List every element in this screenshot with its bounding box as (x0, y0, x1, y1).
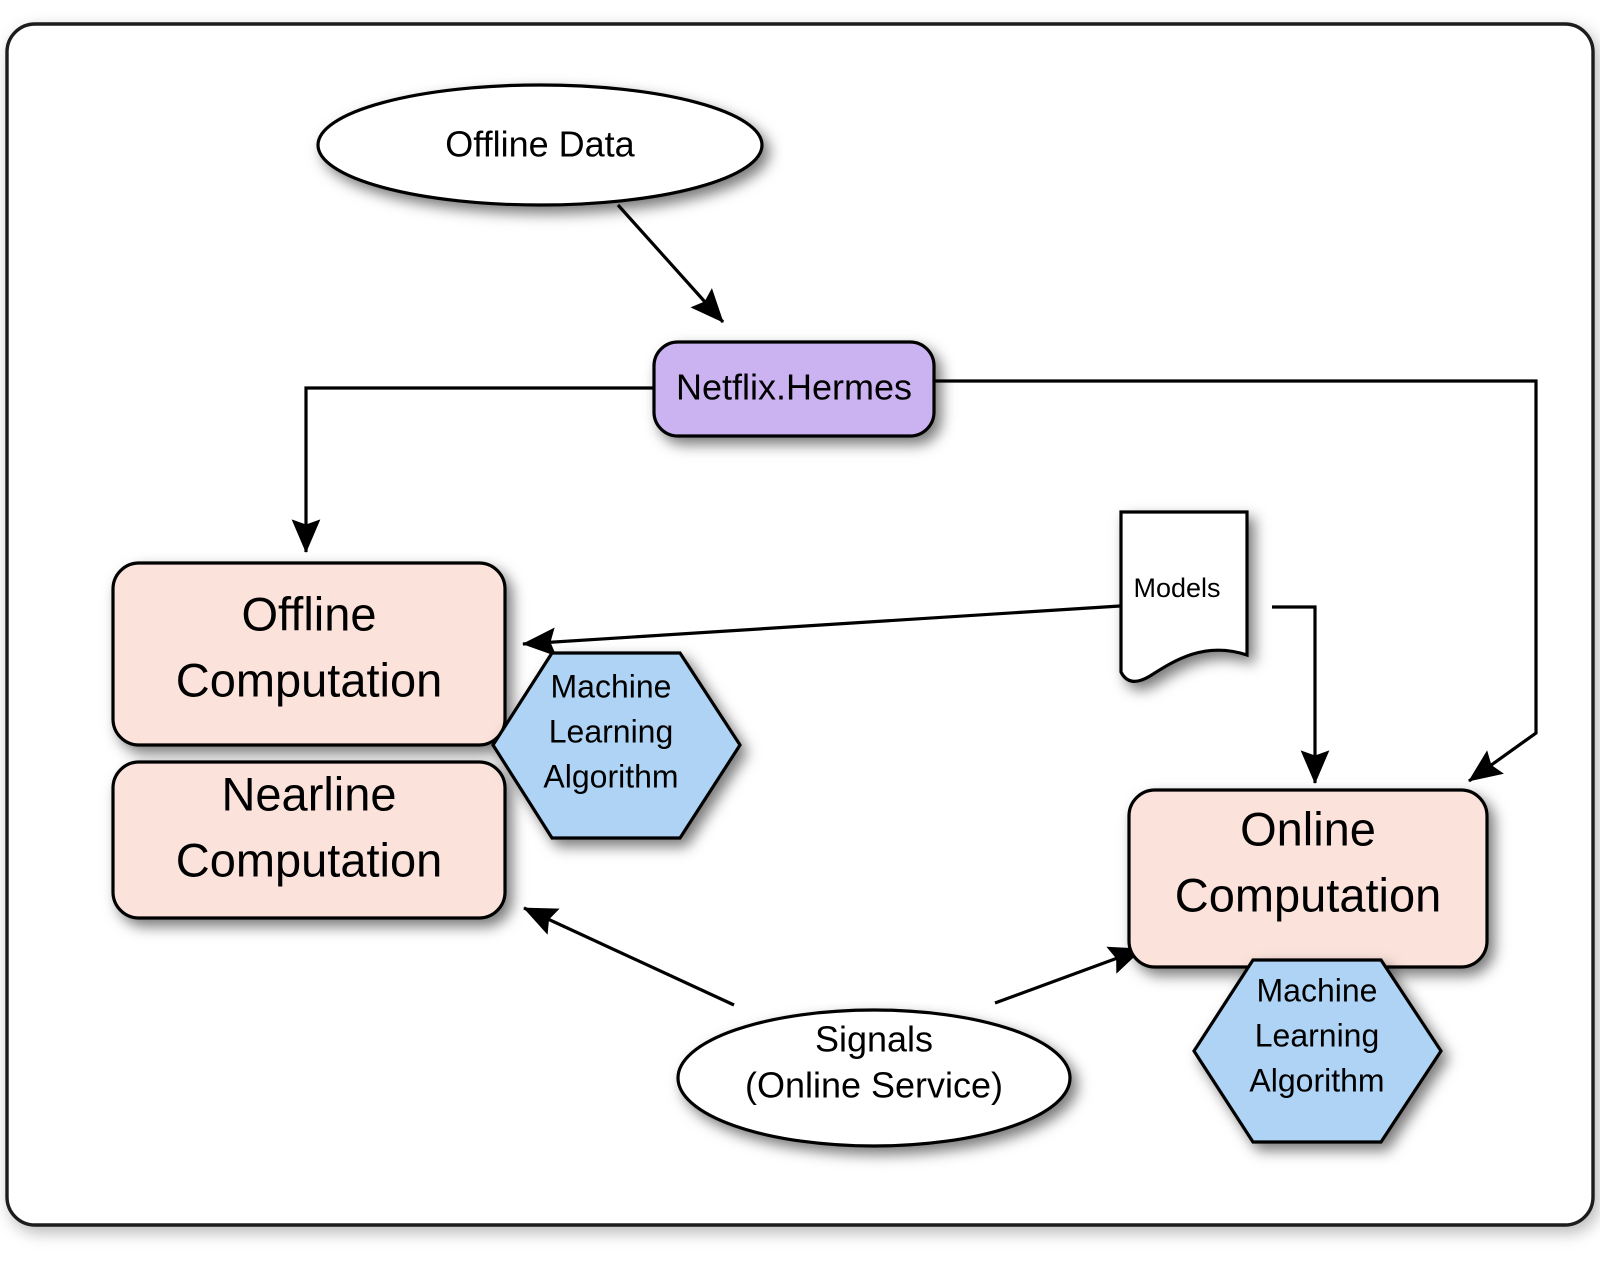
nearline-computation-box (111, 760, 507, 920)
node-models[interactable]: Models (1119, 510, 1249, 683)
edge-models-to-offline-computation (522, 604, 1121, 657)
node-ml-algorithm-offline[interactable]: Machine Learning Algorithm (491, 651, 742, 840)
online-computation-label-line1: Online (1240, 802, 1376, 855)
edge-hermes-to-offline-computation (291, 386, 658, 553)
ml-algorithm-offline-label-line3: Algorithm (543, 758, 678, 794)
nearline-computation-label-line1: Nearline (221, 767, 396, 820)
ml-algorithm-online-hexagon (1192, 958, 1443, 1144)
edge-offline-data-to-hermes (616, 203, 725, 324)
online-computation-label-line2: Computation (1175, 868, 1442, 921)
signals-ellipse (676, 1008, 1072, 1148)
ml-algorithm-online-label-line1: Machine (1257, 972, 1378, 1008)
offline-computation-label-line2: Computation (176, 653, 443, 706)
models-label: Models (1133, 573, 1220, 603)
node-offline-data[interactable]: Offline Data (316, 83, 764, 207)
offline-computation-label-line1: Offline (242, 587, 377, 640)
netflix-hermes-box (652, 340, 936, 438)
node-nearline-computation[interactable]: Nearline Computation (111, 760, 507, 920)
node-netflix-hermes[interactable]: Netflix.Hermes (652, 340, 936, 438)
edge-models-to-online-computation (1272, 605, 1330, 784)
edge-signals-to-nearline-computation (523, 906, 735, 1007)
node-signals[interactable]: Signals (Online Service) (676, 1008, 1072, 1148)
ml-algorithm-offline-label-line2: Learning (549, 713, 674, 749)
ml-algorithm-offline-hexagon (491, 651, 742, 840)
offline-data-ellipse (316, 83, 764, 207)
ml-algorithm-online-label-line2: Learning (1255, 1017, 1380, 1053)
ml-algorithm-offline-label-line1: Machine (551, 668, 672, 704)
nearline-computation-label-line2: Computation (176, 833, 443, 886)
models-document-shape (1119, 510, 1249, 683)
offline-data-label: Offline Data (445, 124, 635, 165)
node-offline-computation[interactable]: Offline Computation (111, 561, 507, 747)
node-online-computation[interactable]: Online Computation (1127, 788, 1489, 969)
signals-label-line2: (Online Service) (745, 1065, 1003, 1106)
node-ml-algorithm-online[interactable]: Machine Learning Algorithm (1192, 958, 1443, 1144)
ml-algorithm-online-label-line3: Algorithm (1249, 1062, 1384, 1098)
edge-signals-to-online-computation (994, 946, 1143, 1005)
signals-label-line1: Signals (815, 1019, 933, 1060)
offline-computation-box (111, 561, 507, 747)
edge-hermes-to-online-computation (934, 379, 1538, 783)
netflix-hermes-label: Netflix.Hermes (676, 367, 912, 408)
